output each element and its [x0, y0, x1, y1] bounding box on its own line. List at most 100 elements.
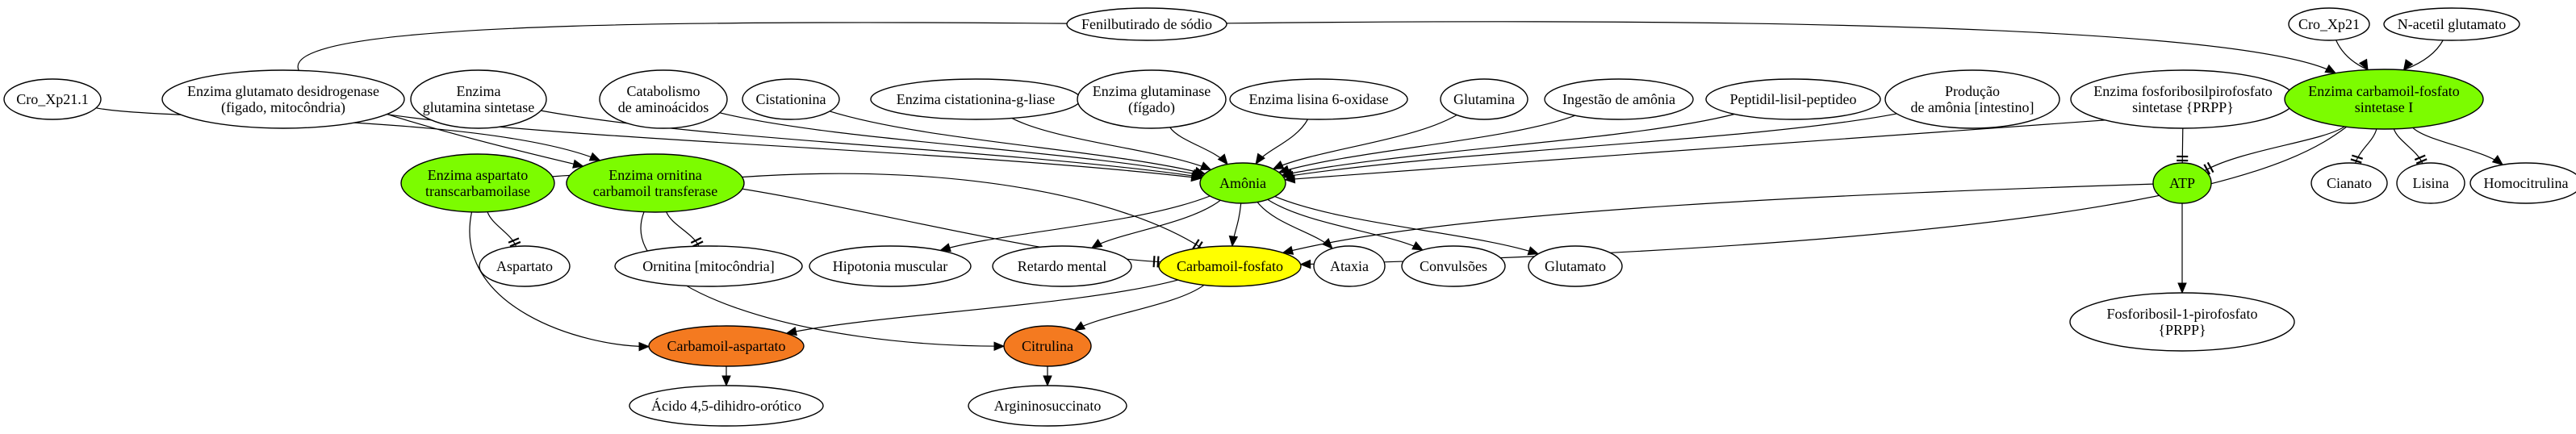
edge-carb_fosf-to-carb_asp: [787, 280, 1178, 336]
node-atp: ATP: [2153, 163, 2211, 203]
edge-line: [1257, 202, 1332, 249]
node-aspartato: Aspartato: [479, 246, 570, 286]
node-label: Enzima: [457, 83, 501, 99]
edge-line: [2182, 128, 2183, 163]
node-label: Cianato: [2327, 175, 2372, 191]
edge-amonia-to-convulsoes: [1268, 199, 1423, 250]
node-acido: Ácido 4,5-dihidro-orótico: [629, 386, 823, 426]
arrowhead-icon: [1273, 161, 1284, 169]
node-label: Enzima aspartato: [428, 167, 528, 183]
node-cianato: Cianato: [2311, 163, 2387, 203]
node-hipotonia: Hipotonia muscular: [809, 246, 971, 286]
node-label: (figado, mitocôndria): [221, 99, 345, 116]
node-retardo: Retardo mental: [993, 246, 1131, 286]
node-convulsoes: Convulsões: [1402, 246, 1505, 286]
node-label: Catabolismo: [627, 83, 700, 99]
node-carb_asp: Carbamoil-aspartato: [649, 326, 804, 366]
node-fosforibosil: Fosforibosil-1-pirofosfato{PRPP}: [2070, 293, 2294, 351]
node-label: Enzima glutaminase: [1093, 83, 1211, 99]
node-label: Cro_Xp21.1: [16, 91, 89, 107]
edge-lisina_ox-to-amonia: [1256, 119, 1307, 164]
node-cistationina: Cistationina: [742, 79, 839, 119]
edge-prpp_sint-to-atp: [2177, 128, 2188, 163]
node-label: carbamoil transferase: [593, 183, 717, 199]
node-label: Fosforibosil-1-pirofosfato: [2107, 306, 2258, 322]
edge-line: [1283, 184, 2153, 252]
edge-cps1-to-cianato: [2351, 129, 2377, 163]
arrowhead-icon: [1528, 247, 1538, 254]
edge-amonia-to-ataxia: [1257, 202, 1332, 249]
node-label: Enzima cistationina-g-liase: [897, 91, 1055, 107]
edge-carb_asp-to-acido: [722, 366, 730, 386]
node-label: transcarbamoilase: [425, 183, 530, 199]
nodes-layer: Fenilbutirado de sódio Cro_Xp21 N-acetil g…: [4, 8, 2576, 426]
edge-line: [1268, 199, 1423, 250]
arrowhead-icon: [639, 343, 649, 351]
arrowhead-icon: [1323, 239, 1332, 248]
node-cist_liase: Enzima cistationina-g-liase: [871, 79, 1081, 119]
node-label: Glutamato: [1545, 258, 1606, 274]
node-n_acetil: N-acetil glutamato: [2384, 8, 2520, 40]
node-label: Ataxia: [1330, 258, 1369, 274]
node-label: Carbamoil-fosfato: [1177, 258, 1283, 274]
node-cro_xp21: Cro_Xp21: [2289, 8, 2369, 40]
edge-atp-to-fosforibosil: [2178, 203, 2186, 293]
node-label: Enzima lisina 6-oxidase: [1249, 91, 1389, 107]
node-label: Cro_Xp21: [2298, 16, 2360, 32]
node-label: Hipotonia muscular: [833, 258, 947, 274]
edge-atp-to-carb_fosf: [1283, 184, 2153, 254]
edge-orn_trans-to-ornitina: [667, 212, 703, 247]
node-label: Carbamoil-aspartato: [667, 338, 786, 354]
arrowhead-icon: [1256, 153, 1265, 164]
node-label: Aspartato: [496, 258, 553, 274]
node-label: de aminoácidos: [618, 99, 709, 115]
node-lisina: Lisina: [2397, 163, 2465, 203]
arrowhead-icon: [2493, 156, 2503, 165]
edge-line: [1227, 22, 2336, 73]
inhibition-bar-icon: [1158, 257, 1159, 268]
node-label: glutamina sintetase: [423, 99, 534, 115]
node-label: sintetase {PRPP}: [2132, 99, 2234, 115]
edge-glutamina-to-amonia: [1273, 115, 1457, 169]
node-glutaminase: Enzima glutaminase(fígado): [1077, 70, 1226, 128]
node-label: de amônia [intestino]: [1911, 99, 2034, 115]
edge-asp_trans-to-aspartato: [487, 212, 521, 247]
node-label: Argininosuccinato: [994, 398, 1102, 414]
node-label: Produção: [1945, 83, 2000, 99]
node-prpp_sint: Enzima fosforibosilpirofosfatosintetase …: [2071, 70, 2295, 128]
node-label: Enzima fosforibosilpirofosfato: [2093, 83, 2272, 99]
node-label: Enzima glutamato desidrogenase: [187, 83, 379, 99]
node-glutamina: Glutamina: [1441, 79, 1528, 119]
node-label: Citrulina: [1022, 338, 1073, 354]
inhibition-bar-icon: [1154, 256, 1155, 267]
arrowhead-icon: [1200, 162, 1211, 169]
node-label: Ingestão de amônia: [1562, 91, 1675, 107]
node-label: Amônia: [1219, 175, 1266, 191]
node-ataxia: Ataxia: [1314, 246, 1385, 286]
node-label: Fenilbutirado de sódio: [1081, 16, 1212, 32]
node-carb_fosf: Carbamoil-fosfato: [1159, 246, 1301, 286]
node-label: sintetase I: [2355, 99, 2413, 115]
edge-line: [1273, 115, 1457, 169]
edge-fenilbutirato-to-cps1: [1227, 22, 2336, 73]
node-label: N-acetil glutamato: [2398, 16, 2506, 32]
arrowhead-icon: [1043, 376, 1052, 386]
arrowhead-icon: [722, 376, 730, 386]
edge-cro_xp21-to-cps1: [2336, 40, 2368, 70]
edge-citrulina-to-argino: [1043, 366, 1052, 386]
node-citrulina: Citrulina: [1004, 326, 1091, 366]
edge-producao-to-amonia: [1283, 114, 1896, 179]
edge-carb_fosf-to-citrulina: [1075, 285, 1205, 330]
node-label: Ácido 4,5-dihidro-orótico: [651, 397, 801, 414]
edge-line: [1283, 114, 1896, 177]
edge-cps1-to-atp: [2204, 127, 2344, 174]
edge-line: [742, 173, 1202, 248]
edge-amonia-to-carb_fosf: [1229, 203, 1240, 246]
arrowhead-icon: [1301, 260, 1311, 268]
node-amonia: Amônia: [1200, 163, 1286, 203]
node-label: Retardo mental: [1018, 258, 1106, 274]
edge-line: [1282, 114, 1735, 175]
